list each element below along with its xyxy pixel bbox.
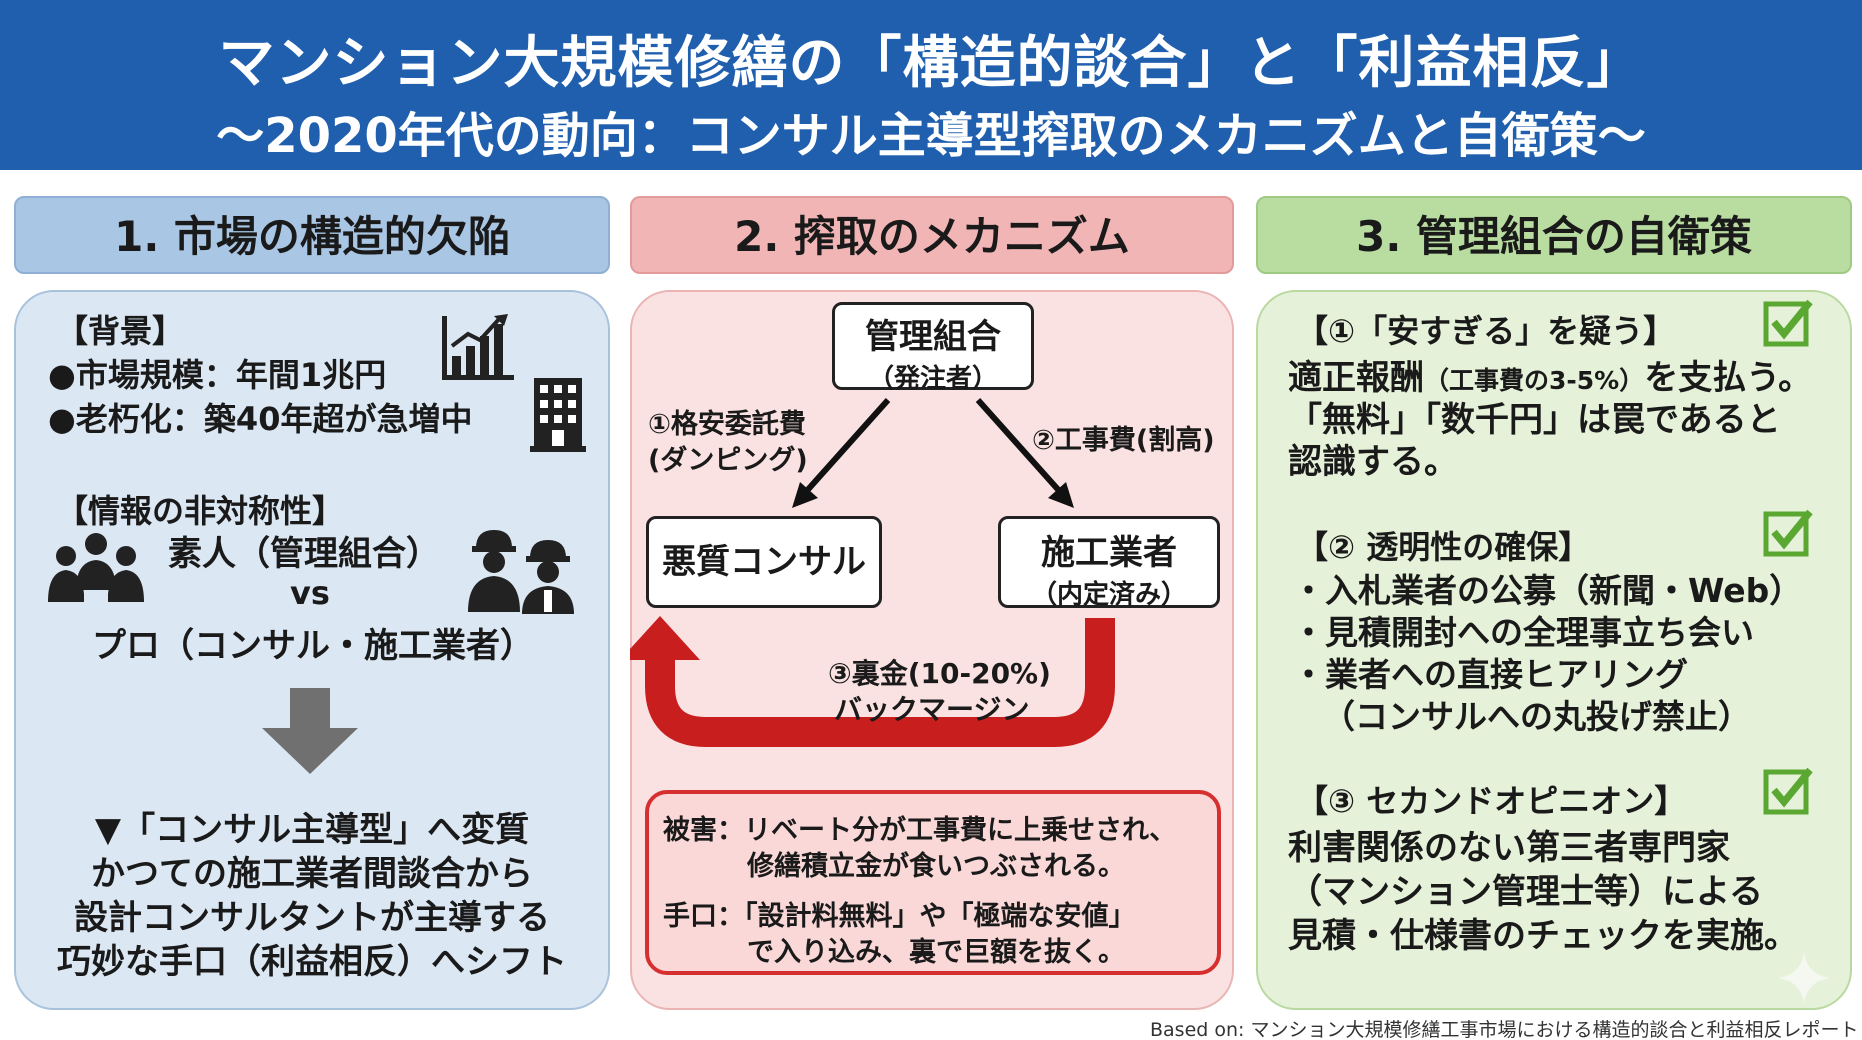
aging-text: ●老朽化：築40年超が急増中 (48, 400, 473, 438)
source-footnote: Based on: マンション大規模修繕工事市場における構造的談合と利益相反レポ… (1150, 1019, 1859, 1040)
conclusion-line-2: かつての施工業者間談合から (91, 854, 533, 894)
page-title: マンション大規模修繕の「構造的談合」と「利益相反」 (218, 31, 1644, 96)
item2-title: 【② 透明性の確保】 (1296, 528, 1591, 566)
flow3-line-2: バックマージン (834, 693, 1030, 726)
checkbox-icon (1763, 509, 1813, 557)
item2-line-1: ・入札業者の公募（新聞・Web） (1292, 571, 1803, 610)
harm-line-1: 被害：リベート分が工事費に上乗せされ、 (663, 815, 1177, 846)
kickback-arrow (645, 618, 1115, 747)
contractor-box: 施工業者 （内定済み） (998, 516, 1220, 610)
sparkle-icon (1778, 952, 1830, 1004)
item3-line-2: （マンション管理士等）による (1288, 872, 1763, 912)
col3-panel (1256, 290, 1852, 1010)
client-box-sub: （発注者） (867, 364, 998, 394)
item1-title: 【①「安すぎる」を疑う】 (1296, 312, 1676, 350)
contractor-box-title: 施工業者 (1041, 533, 1177, 573)
checkbox-icon (1763, 767, 1813, 815)
page-subtitle: 〜2020年代の動向：コンサル主導型搾取のメカニズムと自衛策〜 (216, 108, 1646, 164)
method-line-2: で入り込み、裏で巨額を抜く。 (747, 937, 1125, 968)
header-banner: マンション大規模修繕の「構造的談合」と「利益相反」 〜2020年代の動向：コンサ… (0, 0, 1862, 170)
method-line-1: 手口：「設計料無料」や「極端な安値」 (663, 901, 1136, 932)
pro-text: プロ（コンサル・施工業者） (92, 626, 534, 666)
asymmetry-label: 【情報の非対称性】 (56, 492, 345, 530)
workers-icon (468, 530, 574, 614)
flow-arrows (630, 398, 1115, 747)
item1-line-3: 認識する。 (1288, 442, 1458, 482)
consultant-box-title: 悪質コンサル (662, 542, 866, 582)
flow1-arrow (801, 398, 891, 496)
flow2-arrow (975, 398, 1065, 496)
conclusion-line-4: 巧妙な手口（利益相反）へシフト (57, 942, 567, 982)
item1-fee-note: （工事費の3-5%） (1424, 366, 1645, 395)
col1-panel (14, 290, 610, 1010)
item1-line-2: 「無料」「数千円」は罠であると (1288, 400, 1781, 440)
flow1-line-2: (ダンピング) (648, 445, 808, 476)
amateur-text: 素人（管理組合） (168, 534, 440, 574)
contractor-box-sub: （内定済み） (1030, 580, 1187, 610)
item1-line-1: 適正報酬（工事費の3-5%）を支払う。 (1288, 350, 1812, 399)
consultant-box: 悪質コンサル (646, 516, 882, 608)
flow1-line-1: ①格安委託費 (648, 409, 806, 440)
col3-heading: 3. 管理組合の自衛策 (1256, 196, 1852, 274)
flow2-label: ②工事費(割高) (1032, 425, 1215, 456)
conclusion-line-3: 設計コンサルタントが主導する (74, 898, 550, 938)
conclusion-line-1: ▼「コンサル主導型」へ変質 (94, 810, 530, 850)
col1-heading: 1. 市場の構造的欠陥 (14, 196, 610, 274)
harm-line-2: 修繕積立金が食いつぶされる。 (747, 851, 1125, 882)
flow3-line-1: ③裏金(10-20%) (828, 657, 1051, 690)
down-arrow-icon (262, 688, 358, 774)
client-box-title: 管理組合 (865, 317, 1001, 357)
item2-line-3: ・業者への直接ヒアリング (1292, 655, 1688, 694)
harm-box: 被害：リベート分が工事費に上乗せされ、 修繕積立金が食いつぶされる。 手口：「設… (645, 790, 1221, 975)
item1-fee-text: 適正報酬 (1288, 358, 1424, 398)
col2-heading: 2. 搾取のメカニズム (630, 196, 1234, 274)
background-label: 【背景】 (56, 312, 185, 350)
item3-line-3: 見積・仕様書のチェックを実施。 (1288, 916, 1798, 956)
people-group-icon (48, 533, 144, 602)
market-size-text: ●市場規模：年間1兆円 (48, 356, 387, 394)
item3-title: 【③ セカンドオピニオン】 (1296, 782, 1687, 820)
checkbox-icon (1763, 299, 1813, 347)
bar-chart-icon (442, 314, 514, 380)
item3-line-1: 利害関係のない第三者専門家 (1288, 828, 1730, 868)
vs-text: vs (290, 574, 330, 612)
building-icon (530, 378, 586, 452)
item1-pay-text: を支払う。 (1644, 358, 1813, 398)
client-box: 管理組合 （発注者） (832, 302, 1034, 394)
item2-line-2: ・見積開封への全理事立ち会い (1292, 613, 1754, 652)
item2-line-4: （コンサルへの丸投げ禁止） (1322, 697, 1751, 736)
